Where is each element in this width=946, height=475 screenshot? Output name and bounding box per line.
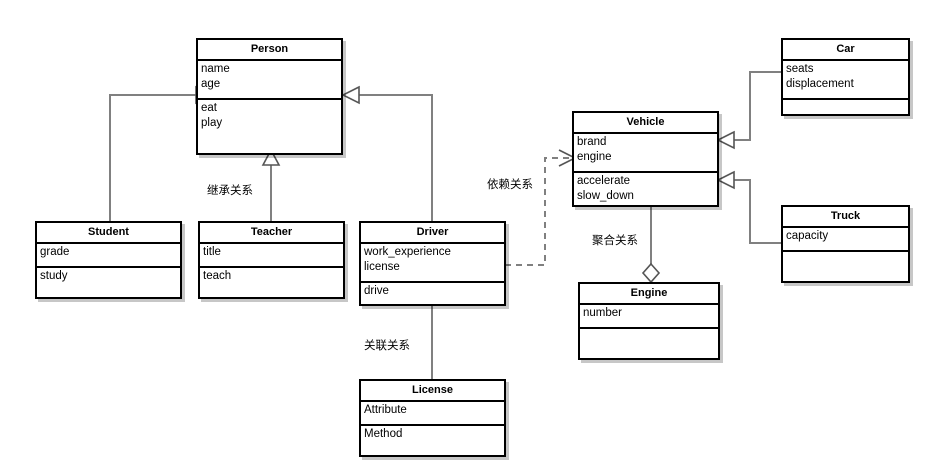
- class-title-vehicle: Vehicle: [574, 113, 717, 134]
- attribute-row: grade: [40, 246, 70, 258]
- class-attributes-teacher: title: [200, 244, 343, 268]
- class-attributes-truck: capacity: [783, 228, 908, 252]
- attribute-row: name: [201, 63, 230, 75]
- class-box-vehicle[interactable]: Vehicle brand engine accelerate slow_dow…: [572, 111, 719, 207]
- class-methods-license: Method: [361, 426, 504, 444]
- class-attributes-car: seats displacement: [783, 61, 908, 100]
- method-row: accelerate: [577, 175, 631, 187]
- class-title-truck: Truck: [783, 207, 908, 228]
- attribute-row: number: [583, 307, 622, 319]
- attribute-row: capacity: [786, 230, 829, 242]
- class-title-student: Student: [37, 223, 180, 244]
- class-attributes-student: grade: [37, 244, 180, 268]
- method-row: play: [201, 117, 223, 129]
- class-title-engine: Engine: [580, 284, 718, 305]
- connector-driver-to-person: [341, 85, 433, 222]
- class-methods-student: study: [37, 268, 180, 286]
- class-methods-truck: [783, 252, 908, 255]
- attribute-row: engine: [577, 151, 612, 163]
- class-title-driver: Driver: [361, 223, 504, 244]
- class-attributes-license: Attribute: [361, 402, 504, 426]
- class-box-person[interactable]: Person name age eat play: [196, 38, 343, 155]
- class-title-car: Car: [783, 40, 908, 61]
- attribute-row: work_experience: [364, 246, 451, 258]
- class-attributes-engine: number: [580, 305, 718, 329]
- class-attributes-vehicle: brand engine: [574, 134, 717, 173]
- class-box-student[interactable]: Student grade study: [35, 221, 182, 299]
- attribute-row: Attribute: [364, 404, 407, 416]
- relationship-label-association: 关联关系: [364, 338, 410, 352]
- class-methods-engine: [580, 329, 718, 332]
- relationship-label-aggregation: 聚合关系: [592, 233, 638, 247]
- method-row: study: [40, 270, 68, 282]
- relationship-label-dependency: 依赖关系: [487, 177, 533, 191]
- class-box-car[interactable]: Car seats displacement: [781, 38, 910, 116]
- connector-vehicle-to-engine-aggregation: [641, 207, 661, 284]
- connector-driver-to-vehicle-dependency: [505, 149, 577, 266]
- method-row: eat: [201, 102, 217, 114]
- class-methods-vehicle: accelerate slow_down: [574, 173, 717, 206]
- connector-teacher-to-person: [261, 148, 281, 222]
- method-row: slow_down: [577, 190, 634, 202]
- class-title-person: Person: [198, 40, 341, 61]
- method-row: Method: [364, 428, 403, 440]
- class-box-teacher[interactable]: Teacher title teach: [198, 221, 345, 299]
- relationship-label-inheritance: 继承关系: [207, 183, 253, 197]
- class-methods-person: eat play: [198, 100, 341, 133]
- class-methods-driver: drive: [361, 283, 504, 301]
- class-title-license: License: [361, 381, 504, 402]
- connector-truck-to-vehicle: [716, 170, 781, 244]
- class-title-teacher: Teacher: [200, 223, 343, 244]
- method-row: drive: [364, 285, 389, 297]
- attribute-row: title: [203, 246, 221, 258]
- attribute-row: brand: [577, 136, 607, 148]
- class-box-license[interactable]: License Attribute Method: [359, 379, 506, 457]
- class-box-engine[interactable]: Engine number: [578, 282, 720, 360]
- class-box-driver[interactable]: Driver work_experience license drive: [359, 221, 506, 306]
- attribute-row: seats: [786, 63, 814, 75]
- attribute-row: age: [201, 78, 221, 90]
- method-row: teach: [203, 270, 232, 282]
- class-attributes-person: name age: [198, 61, 341, 100]
- class-box-truck[interactable]: Truck capacity: [781, 205, 910, 283]
- class-methods-teacher: teach: [200, 268, 343, 286]
- class-methods-car: [783, 100, 908, 103]
- attribute-row: license: [364, 261, 400, 273]
- class-attributes-driver: work_experience license: [361, 244, 504, 283]
- connector-car-to-vehicle: [716, 71, 781, 150]
- attribute-row: displacement: [786, 78, 854, 90]
